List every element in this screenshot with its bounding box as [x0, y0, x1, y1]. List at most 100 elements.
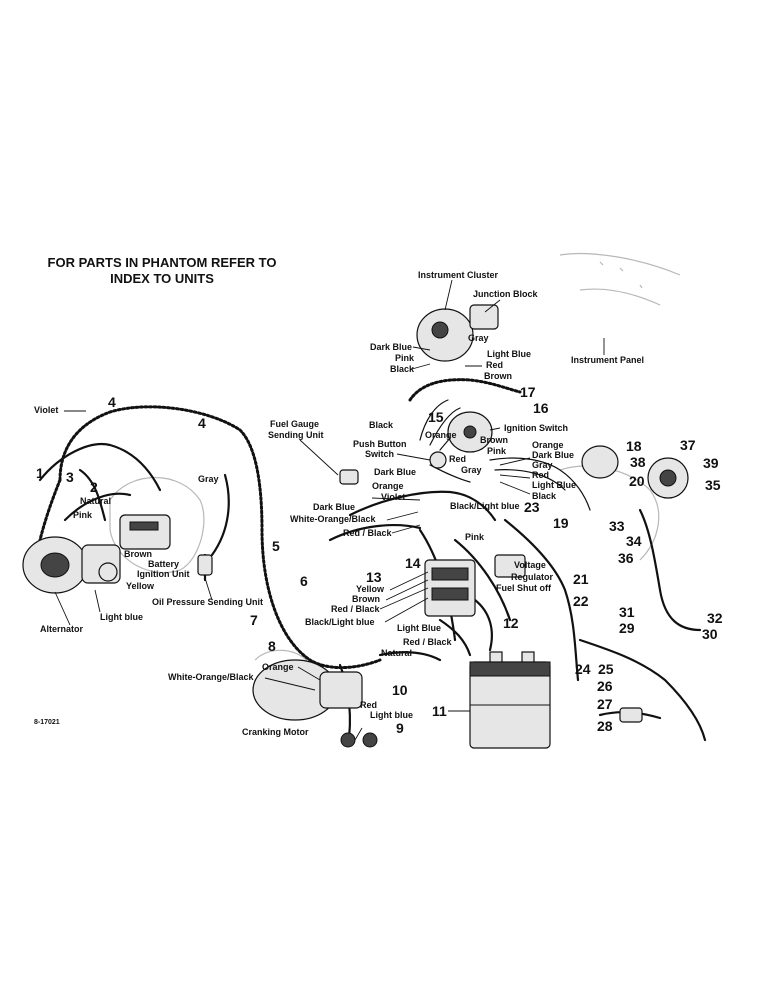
callout-20: 20 — [629, 473, 645, 489]
wire-label: Black/Light blue — [450, 501, 520, 511]
callout-12: 12 — [503, 615, 519, 631]
callout-14: 14 — [405, 555, 421, 571]
callout-35: 35 — [705, 477, 721, 493]
callout-32: 32 — [707, 610, 723, 626]
header-line-2: INDEX TO UNITS — [110, 271, 214, 286]
wire-label: Light Blue — [397, 623, 441, 633]
wire-label: Light Blue — [532, 480, 576, 490]
battery-part — [469, 651, 551, 749]
callout-2: 2 — [90, 479, 98, 495]
label-regulator: Regulator — [511, 572, 554, 582]
wire-label: Brown — [124, 549, 152, 559]
wire-label: Natural — [80, 496, 111, 506]
label-oil-pressure: Oil Pressure Sending Unit — [152, 597, 263, 607]
label-voltage: Voltage — [514, 560, 546, 570]
callout-22: 22 — [573, 593, 589, 609]
wire-label: Dark Blue — [370, 342, 412, 352]
wire-label: Gray — [532, 460, 553, 470]
ignition-switch-part — [447, 411, 493, 453]
instrument-cluster-part — [416, 304, 499, 362]
callout-13: 13 — [366, 569, 382, 585]
callout-3: 3 — [66, 469, 74, 485]
wire-label: Orange — [262, 662, 294, 672]
phantom-instrument-panel — [559, 252, 681, 306]
wire-label: Black/Light blue — [305, 617, 375, 627]
callout-38: 38 — [630, 454, 646, 470]
callout-5: 5 — [272, 538, 280, 554]
wire-label: Red / Black — [343, 528, 393, 538]
wire-label: Red — [360, 700, 377, 710]
label-fuel-shut-off: Fuel Shut off — [496, 583, 552, 593]
battery-ignition-unit-part — [119, 514, 171, 550]
wire-label: Yellow — [126, 581, 155, 591]
callout-10: 10 — [392, 682, 408, 698]
wire-label: Brown — [484, 371, 512, 381]
callout-15: 15 — [428, 409, 444, 425]
wire-label: Black — [369, 420, 394, 430]
wire-label: Brown — [352, 594, 380, 604]
callout-4b: 4 — [198, 415, 206, 431]
wire-label: Black — [390, 364, 415, 374]
wire-label: Orange — [425, 430, 457, 440]
callout-27: 27 — [597, 696, 613, 712]
rear-light-part-18 — [581, 445, 619, 479]
wire-label: Gray — [198, 474, 219, 484]
callout-26: 26 — [597, 678, 613, 694]
callout-6: 6 — [300, 573, 308, 589]
wire-label: Dark Blue — [374, 467, 416, 477]
callout-34: 34 — [626, 533, 642, 549]
fuse-junction-block-part — [424, 559, 476, 617]
alternator-part — [22, 536, 121, 594]
wire-label: Light blue — [100, 612, 143, 622]
wire-label: Dark Blue — [313, 502, 355, 512]
callout-numbers: 1 2 3 4 4 5 6 7 8 9 10 11 12 13 14 15 16… — [36, 384, 723, 736]
figure-code: 8-17021 — [34, 719, 60, 726]
cranking-motor-part — [252, 659, 378, 748]
wire-label: Pink — [73, 510, 93, 520]
label-battery-1: Battery — [148, 559, 179, 569]
wire-label: Violet — [34, 405, 58, 415]
callout-21: 21 — [573, 571, 589, 587]
callout-30: 30 — [702, 626, 718, 642]
wire-label: Red — [486, 360, 503, 370]
label-push-button-2: Switch — [365, 449, 394, 459]
wire-label: Pink — [465, 532, 485, 542]
callout-9: 9 — [396, 720, 404, 736]
wire-label: Orange — [372, 481, 404, 491]
wire-label: Black — [532, 491, 557, 501]
callout-11: 11 — [432, 703, 447, 719]
wire-label: Yellow — [356, 584, 385, 594]
label-instrument-cluster: Instrument Cluster — [418, 270, 499, 280]
callout-31: 31 — [619, 604, 635, 620]
wire-label: Red — [532, 470, 549, 480]
label-fuel-gauge-2: Sending Unit — [268, 430, 324, 440]
label-battery-2: Ignition Unit — [137, 569, 189, 579]
wire-label: Violet — [381, 492, 405, 502]
wire-label: Red / Black — [331, 604, 381, 614]
oil-pressure-sending-unit-part — [197, 554, 213, 576]
callout-18: 18 — [626, 438, 642, 454]
wire-label: Gray — [461, 465, 482, 475]
callout-33: 33 — [609, 518, 625, 534]
label-push-button-1: Push Button — [353, 439, 407, 449]
wire-label: Light Blue — [487, 349, 531, 359]
label-alternator: Alternator — [40, 624, 84, 634]
label-fuel-gauge-1: Fuel Gauge — [270, 419, 319, 429]
wire-label: Natural — [381, 648, 412, 658]
wire-labels: Violet Natural Pink Brown Yellow Light b… — [34, 333, 576, 720]
label-junction-block: Junction Block — [473, 289, 539, 299]
label-ignition-switch: Ignition Switch — [504, 423, 568, 433]
callout-17: 17 — [520, 384, 536, 400]
label-instrument-panel: Instrument Panel — [571, 355, 644, 365]
wire-label: Red / Black — [403, 637, 453, 647]
callout-25: 25 — [598, 661, 614, 677]
callout-36: 36 — [618, 550, 634, 566]
fuel-gauge-sending-unit-part — [339, 469, 359, 485]
callout-8: 8 — [268, 638, 276, 654]
callout-29: 29 — [619, 620, 635, 636]
wire-label: White-Orange/Black — [290, 514, 377, 524]
wire-label: Brown — [480, 435, 508, 445]
wire-label: Orange — [532, 440, 564, 450]
wire-label: Pink — [395, 353, 415, 363]
